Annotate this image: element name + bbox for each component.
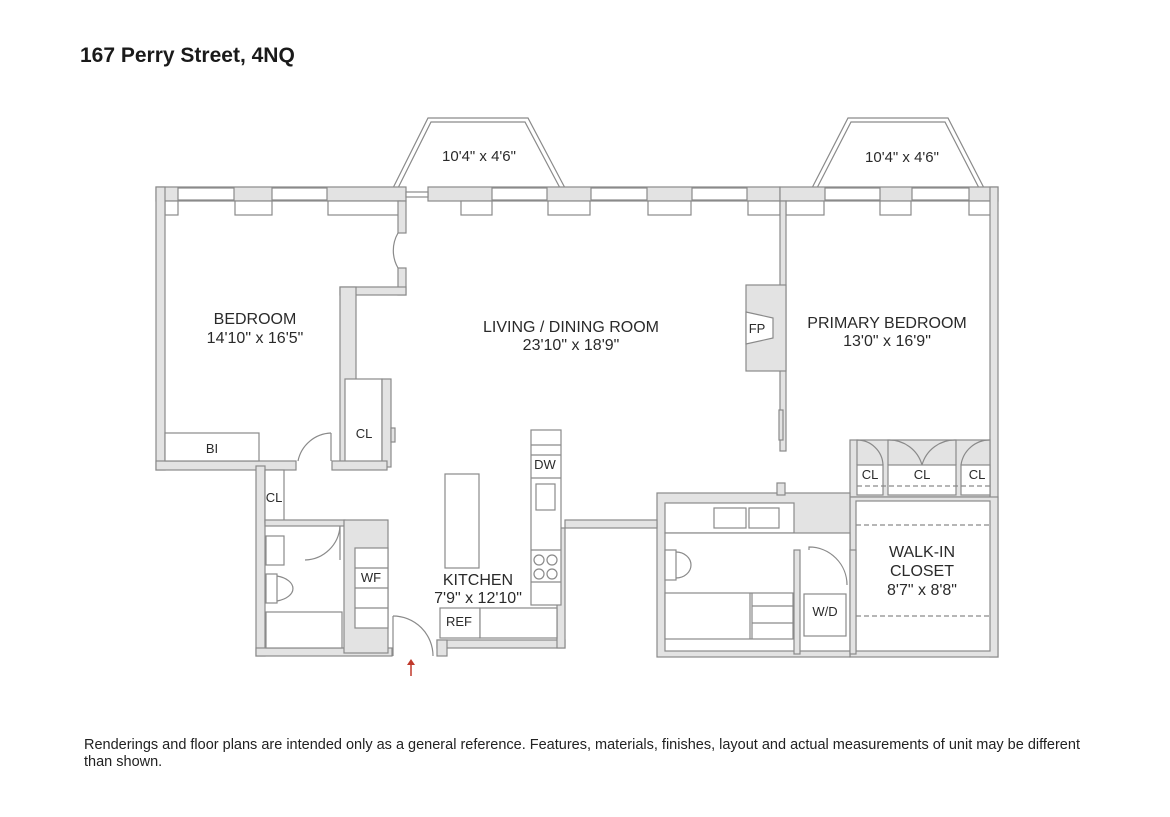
exterior-top-wall — [155, 186, 999, 216]
bedroom-walls — [155, 186, 407, 471]
walkin-dims: 8'7" x 8'8" — [887, 582, 957, 599]
entry-arrow-icon — [407, 659, 415, 676]
primary-name: PRIMARY BEDROOM — [807, 315, 966, 332]
disclaimer-text: Renderings and floor plans are intended … — [84, 737, 1080, 770]
listing-title: 167 Perry Street, 4NQ — [80, 44, 295, 67]
kitchen-name: KITCHEN — [443, 572, 513, 589]
living-dims: 23'10" x 18'9" — [523, 337, 620, 354]
primary-closet-1-label: CL — [862, 467, 879, 482]
bedroom-dims: 14'10" x 16'5" — [207, 330, 304, 347]
bay-left-dims: 10'4" x 4'6" — [442, 148, 516, 165]
living-walls — [745, 200, 787, 452]
refrigerator-label: REF — [446, 614, 472, 629]
bay-window-right — [811, 117, 985, 189]
hall-closet-label: CL — [266, 490, 283, 505]
kitchen-dims: 7'9" x 12'10" — [434, 590, 522, 607]
bedroom-name: BEDROOM — [214, 311, 297, 328]
living-name: LIVING / DINING ROOM — [483, 319, 659, 336]
fireplace-label: FP — [749, 321, 766, 336]
built-in-label: BI — [206, 441, 218, 456]
walkin-closet-walls — [849, 496, 999, 658]
walkin-name-1: WALK-IN — [889, 544, 955, 561]
bay-window-left — [392, 117, 566, 189]
bay-right-dims: 10'4" x 4'6" — [865, 149, 939, 166]
primary-dims: 13'0" x 16'9" — [843, 333, 931, 350]
washer-dryer-label: W/D — [812, 604, 837, 619]
primary-closet-2-label: CL — [914, 467, 931, 482]
bedroom-closet-label: CL — [356, 426, 373, 441]
walkin-name-2: CLOSET — [890, 563, 954, 580]
kitchen-walls — [255, 429, 566, 657]
primary-walls — [849, 186, 999, 658]
water-filter-label: WF — [361, 570, 381, 585]
primary-bath — [564, 482, 857, 658]
primary-closet-3-label: CL — [969, 467, 986, 482]
dishwasher-label: DW — [534, 457, 556, 472]
